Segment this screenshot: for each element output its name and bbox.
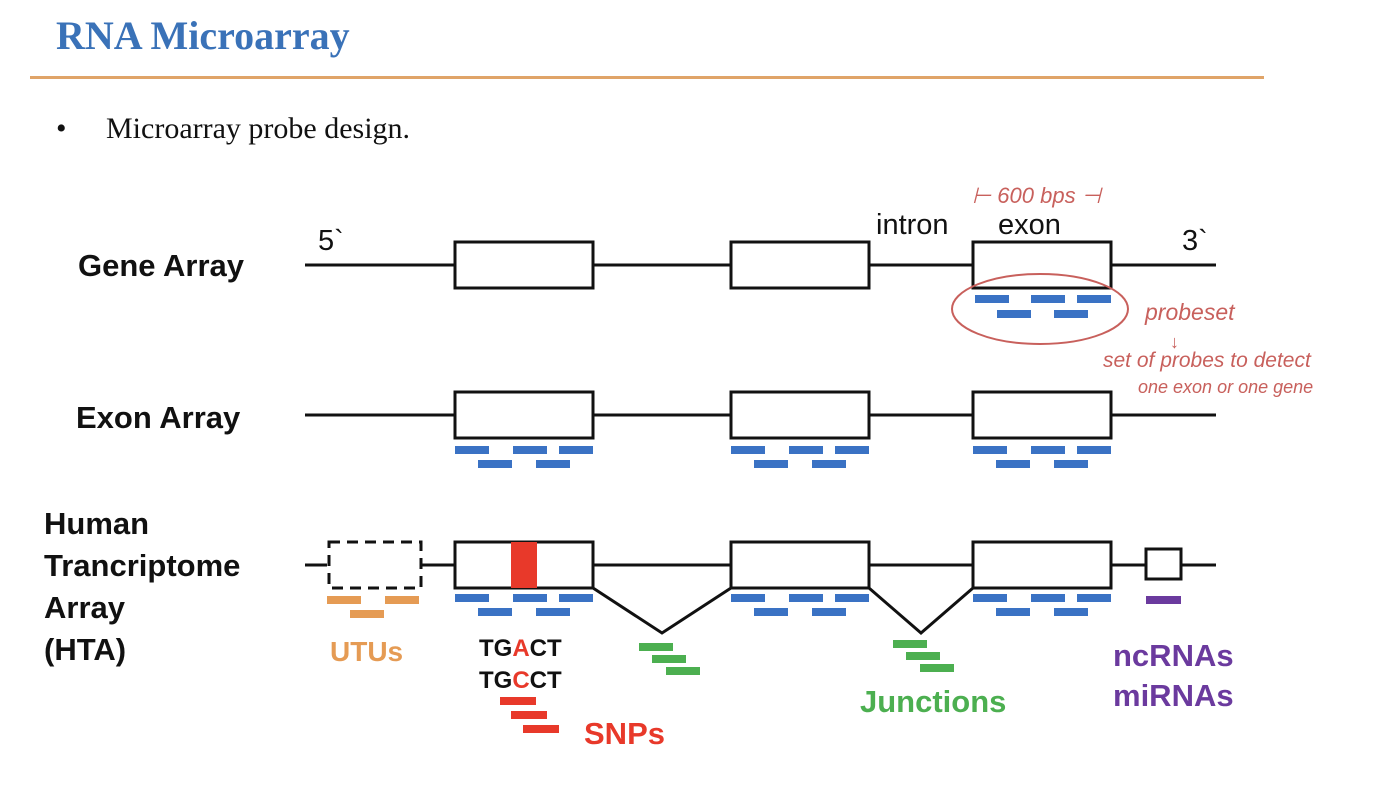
probe <box>996 608 1030 616</box>
exon-length-note: ⊢ 600 bps ⊣ <box>972 183 1104 208</box>
snp-marker <box>511 542 537 588</box>
probe <box>906 652 940 660</box>
gene-array-label: Gene Array <box>78 248 245 283</box>
gene-probeset <box>975 295 1111 318</box>
probe <box>1054 608 1088 616</box>
mirnas-label: miRNAs <box>1113 678 1234 713</box>
probe <box>1077 295 1111 303</box>
probe <box>350 610 384 618</box>
probe <box>731 594 765 602</box>
exon-array-box-3 <box>971 390 1113 440</box>
probeset-description-1: set of probes to detect <box>1103 349 1312 372</box>
probe <box>500 697 536 705</box>
hta-label-line-1: Human <box>44 506 149 541</box>
probe <box>536 460 570 468</box>
probe <box>455 594 489 602</box>
probe <box>1031 295 1065 303</box>
probeset-description-2: one exon or one gene <box>1138 377 1313 397</box>
exon-probesets <box>455 446 1111 468</box>
gene-exon-box-2 <box>729 240 871 290</box>
probe <box>920 664 954 672</box>
utu-dashed-box <box>327 540 423 590</box>
bullet-text: Microarray probe design. <box>106 112 411 145</box>
probe <box>513 446 547 454</box>
hta-label: Human Trancriptome Array (HTA) <box>44 506 240 667</box>
arrow-down-icon: ↓ <box>1170 332 1179 352</box>
hta-label-line-2: Trancriptome <box>44 548 240 583</box>
hta-exon-box-2 <box>729 540 871 590</box>
snp-probes <box>500 697 559 733</box>
probe <box>754 608 788 616</box>
probe <box>1077 446 1111 454</box>
probe <box>997 310 1031 318</box>
exon-array-label: Exon Array <box>76 400 241 435</box>
probe <box>973 446 1007 454</box>
hta-exon-box-3 <box>971 540 1113 590</box>
snp-sequence-1: TGACT <box>479 635 562 662</box>
probe <box>835 446 869 454</box>
probe <box>1031 594 1065 602</box>
probe <box>478 608 512 616</box>
probe <box>754 460 788 468</box>
hta-label-line-4: (HTA) <box>44 632 126 667</box>
snps-label: SNPs <box>584 716 665 751</box>
ncrna-box <box>1144 547 1183 581</box>
probe <box>559 446 593 454</box>
exon-array-box-1 <box>453 390 595 440</box>
probe <box>789 594 823 602</box>
ncrnas-label: ncRNAs <box>1113 638 1234 673</box>
probe <box>1077 594 1111 602</box>
five-prime-label: 5` <box>318 225 344 257</box>
hta-label-line-3: Array <box>44 590 126 625</box>
hta-probesets <box>455 594 1111 616</box>
snp-sequence-2: TGCCT <box>479 667 562 694</box>
probe <box>789 446 823 454</box>
probe <box>536 608 570 616</box>
probe <box>513 594 547 602</box>
junction-probes <box>639 640 954 675</box>
probe <box>523 725 559 733</box>
probeset-note: probeset <box>1144 299 1236 325</box>
probe <box>996 460 1030 468</box>
probe <box>835 594 869 602</box>
utus-label: UTUs <box>330 636 403 667</box>
intron-label: intron <box>876 209 949 241</box>
probe <box>812 608 846 616</box>
bullet-icon: • <box>56 112 67 145</box>
bullet-item: • Microarray probe design. <box>56 112 410 146</box>
title-divider <box>30 76 1264 79</box>
probe <box>327 596 361 604</box>
probe <box>1054 460 1088 468</box>
probe <box>559 594 593 602</box>
probe <box>455 446 489 454</box>
splice-junction-2 <box>868 586 974 635</box>
probeset-circle <box>951 273 1129 345</box>
ncrna-probe <box>1146 596 1181 604</box>
probe <box>478 460 512 468</box>
exon-array-box-2 <box>729 390 871 440</box>
probe <box>511 711 547 719</box>
probe <box>385 596 419 604</box>
page-title: RNA Microarray <box>56 13 350 58</box>
probe <box>652 655 686 663</box>
probe <box>731 446 765 454</box>
probe <box>666 667 700 675</box>
probe <box>1054 310 1088 318</box>
gene-exon-box-1 <box>453 240 595 290</box>
probe <box>975 295 1009 303</box>
exon-label: exon <box>998 209 1061 241</box>
splice-junction-1 <box>592 586 732 635</box>
junctions-label: Junctions <box>860 684 1006 719</box>
probe <box>893 640 927 648</box>
probe <box>812 460 846 468</box>
utu-probes <box>327 596 419 618</box>
probe <box>1031 446 1065 454</box>
probe <box>973 594 1007 602</box>
probe <box>639 643 673 651</box>
three-prime-label: 3` <box>1182 225 1208 257</box>
